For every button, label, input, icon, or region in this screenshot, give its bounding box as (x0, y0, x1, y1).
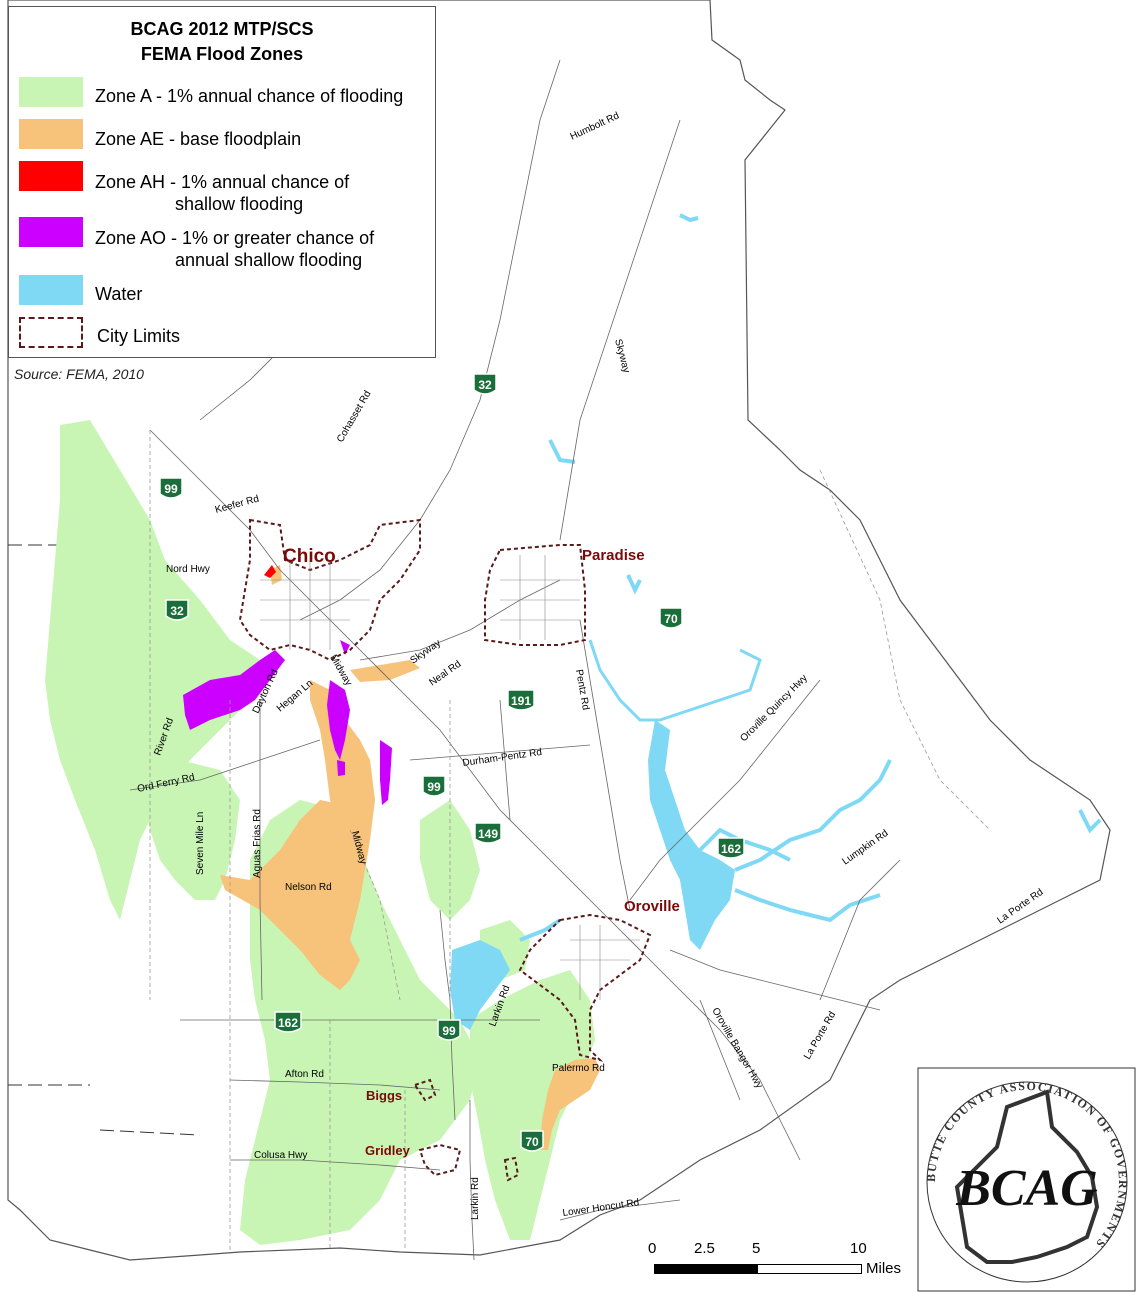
highway-number: 32 (170, 604, 184, 618)
legend-item-city-limits: City Limits (19, 317, 180, 348)
highway-shield-99: 99 (437, 1019, 461, 1041)
scale-tick: 5 (752, 1240, 761, 1257)
legend-title-line2: FEMA Flood Zones (140, 44, 304, 64)
city-label-chico: Chico (283, 546, 336, 567)
legend-item-zone-ao: Zone AO - 1% or greater chance of annual… (19, 217, 374, 271)
scale-tick: 10 (850, 1240, 867, 1257)
bcag-logo: BUTTE COUNTY ASSOCIATION OF GOVERNMENTS … (917, 1067, 1136, 1292)
road-label: Aguas Frias Rd (252, 809, 263, 878)
legend-swatch-dashed (19, 317, 83, 348)
highway-shield-70: 70 (659, 607, 683, 629)
highway-number: 99 (164, 482, 178, 496)
road-network (129, 59, 901, 1261)
highway-shield-70: 70 (520, 1130, 544, 1152)
legend-item-zone-a: Zone A - 1% annual chance of flooding (19, 77, 403, 107)
city-label-biggs: Biggs (366, 1088, 402, 1103)
scale-bar: 0 2.5 5 10 Miles (640, 1240, 910, 1280)
legend-swatch (19, 161, 83, 191)
city-label-gridley: Gridley (365, 1143, 411, 1158)
city-streets (260, 555, 640, 1000)
city-label-oroville: Oroville (624, 898, 680, 915)
county-outline-icon (954, 1089, 1100, 1264)
highway-shields: 32 99 32 70 191 99 149 162 162 99 70 (159, 373, 745, 1152)
highway-shield-162: 162 (274, 1011, 302, 1033)
logo-text: BCAG (955, 1160, 1098, 1217)
legend-swatch (19, 217, 83, 247)
scale-tick: 0 (648, 1240, 657, 1257)
legend-swatch (19, 119, 83, 149)
highway-shield-99: 99 (422, 775, 446, 797)
township-lines (149, 430, 991, 1250)
city-label-paradise: Paradise (582, 547, 645, 564)
city-limits (238, 518, 652, 1182)
legend-label: Zone AO - 1% or greater chance of annual… (95, 228, 375, 270)
highway-number: 32 (478, 378, 492, 392)
legend-swatch (19, 275, 83, 305)
highway-shield-149: 149 (474, 822, 502, 844)
legend-label: Zone AE - base floodplain (95, 129, 302, 149)
legend-item-zone-ae: Zone AE - base floodplain (19, 119, 301, 150)
road-label: Seven Mile Ln (195, 812, 206, 875)
highway-shield-99: 99 (159, 477, 183, 499)
highway-number: 149 (478, 827, 498, 841)
highway-number: 162 (721, 842, 741, 856)
legend-title: BCAG 2012 MTP/SCS FEMA Flood Zones (9, 17, 435, 67)
road-label: Nelson Rd (285, 882, 332, 893)
legend-label: Zone AH - 1% annual chance of shallow fl… (95, 172, 350, 214)
zone-a-areas (45, 420, 595, 1245)
zone-ah-area (264, 565, 276, 578)
road-label: Nord Hwy (166, 564, 210, 575)
road-label: Palermo Rd (552, 1063, 605, 1074)
legend-label: Zone A - 1% annual chance of flooding (95, 86, 404, 106)
legend-title-line1: BCAG 2012 MTP/SCS (130, 19, 314, 39)
road-label: Larkin Rd (470, 1177, 481, 1220)
scale-units: Miles (866, 1260, 902, 1277)
legend: BCAG 2012 MTP/SCS FEMA Flood Zones Zone … (8, 6, 436, 358)
highway-number: 162 (278, 1016, 298, 1030)
highway-shield-191: 191 (507, 689, 535, 711)
highway-number: 70 (664, 612, 678, 626)
scale-tick: 2.5 (694, 1240, 715, 1257)
legend-swatch (19, 77, 83, 107)
legend-label: City Limits (97, 326, 181, 346)
highway-number: 99 (442, 1024, 456, 1038)
highway-number: 70 (525, 1135, 539, 1149)
legend-item-water: Water (19, 275, 142, 305)
legend-item-zone-ah: Zone AH - 1% annual chance of shallow fl… (19, 161, 349, 215)
road-label: Afton Rd (285, 1069, 324, 1080)
highway-shield-162: 162 (717, 837, 745, 859)
highway-shield-32: 32 (473, 373, 497, 395)
highway-shield-32: 32 (165, 599, 189, 621)
neighbor-county-line (8, 544, 201, 1136)
zone-ao-areas (183, 640, 392, 805)
road-label: Colusa Hwy (254, 1150, 307, 1161)
scale-bar-fill (654, 1264, 758, 1274)
source-note: Source: FEMA, 2010 (14, 366, 144, 382)
highway-number: 99 (427, 780, 441, 794)
highway-number: 191 (511, 694, 531, 708)
legend-label: Water (95, 284, 143, 304)
